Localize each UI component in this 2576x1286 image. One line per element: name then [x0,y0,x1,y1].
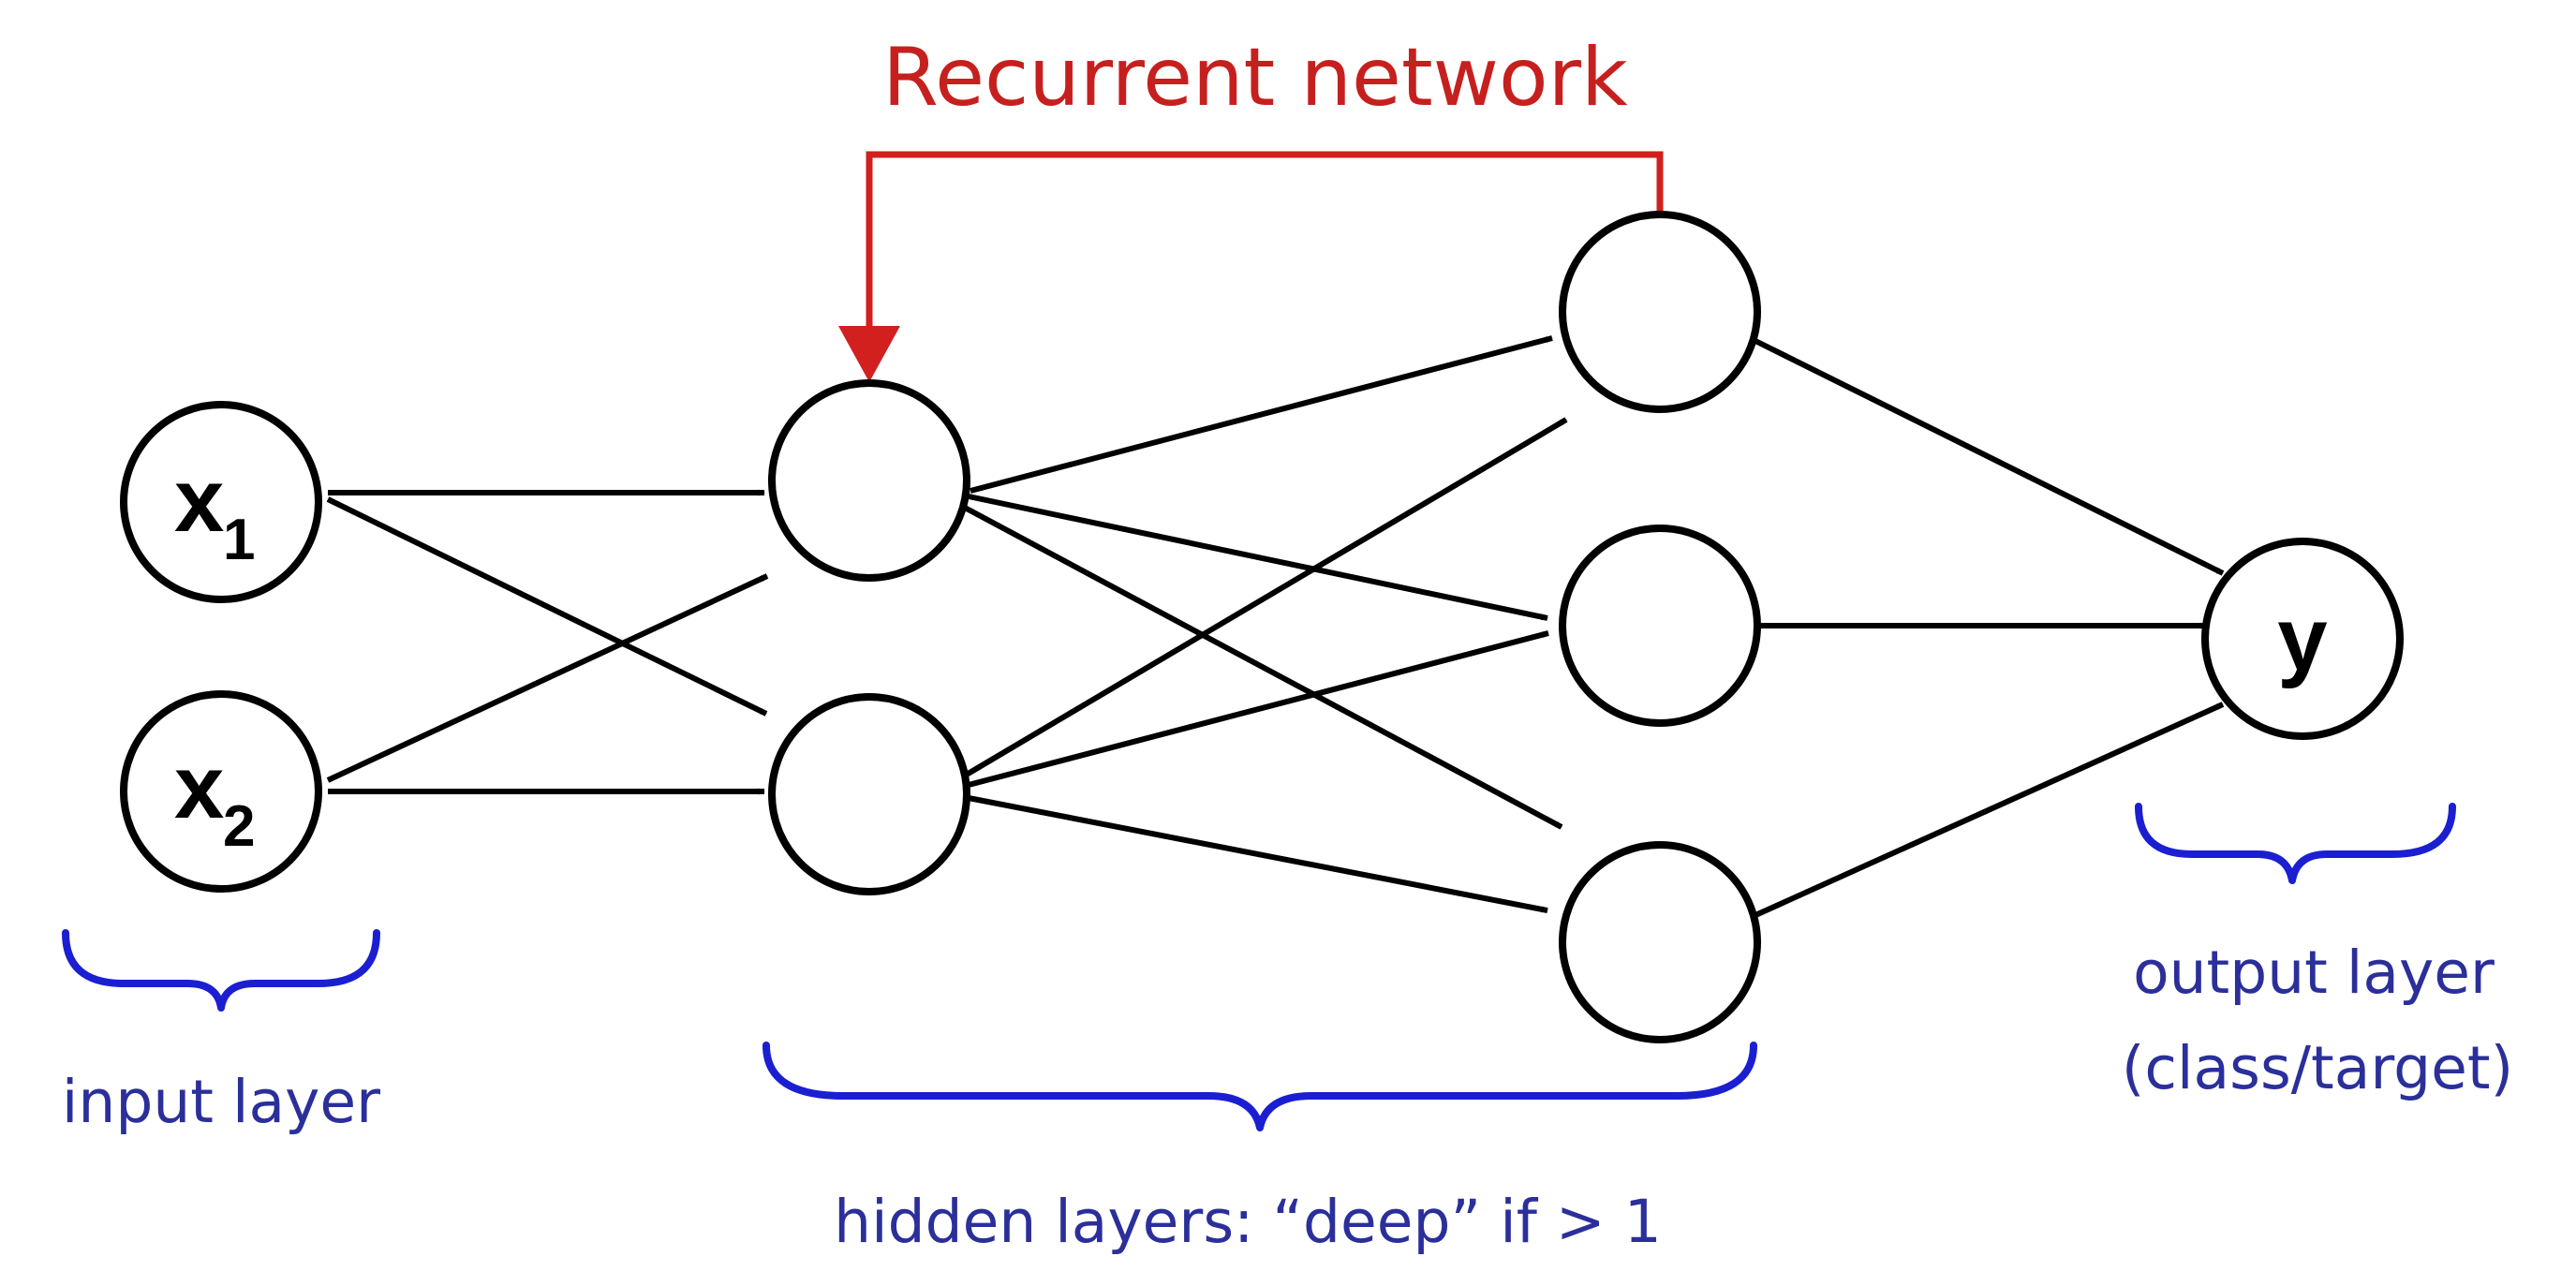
hidden2-node-1 [1559,211,1761,413]
input-node-x1-main: x [174,451,224,551]
edge [970,335,1553,494]
edge [1752,337,2225,576]
edge [326,573,769,783]
edges-hidden1-to-hidden2 [963,335,1568,913]
output-node-y: y [2201,538,2404,740]
edge [963,505,1563,830]
output-layer-caption-line1: output layer [2133,939,2495,1007]
recurrent-network-title: Recurrent network [882,31,1628,125]
output-layer-brace [2135,803,2456,884]
hidden-layers-brace [762,1042,1757,1131]
edge [968,494,1548,621]
edges-hidden2-to-output [1752,337,2225,919]
output-node-y-label: y [2277,589,2327,689]
input-node-x1: x 1 [120,401,322,603]
hidden1-node-1 [768,379,970,582]
edge [326,496,768,717]
input-layer-brace [62,929,380,1012]
hidden-layers-caption: hidden layers: “deep” if > 1 [834,1188,1662,1256]
input-node-x2-main: x [174,737,224,837]
output-layer-caption-line2: (class/target) [2122,1034,2513,1102]
input-node-x2-sub: 2 [223,794,255,859]
input-layer-caption: input layer [62,1068,380,1136]
edges-input-to-hidden1 [326,489,769,795]
hidden2-node-2 [1559,525,1761,727]
edge [1752,702,2225,919]
edge [968,795,1548,913]
input-node-x2: x 2 [120,690,322,893]
edge [968,630,1549,788]
edge [963,417,1568,778]
hidden1-node-2 [768,693,970,895]
recurrent-arrowhead [838,326,900,382]
input-node-x1-sub: 1 [223,508,255,572]
hidden2-node-3 [1559,841,1761,1043]
recurrent-feedback-arrow [866,151,1664,367]
